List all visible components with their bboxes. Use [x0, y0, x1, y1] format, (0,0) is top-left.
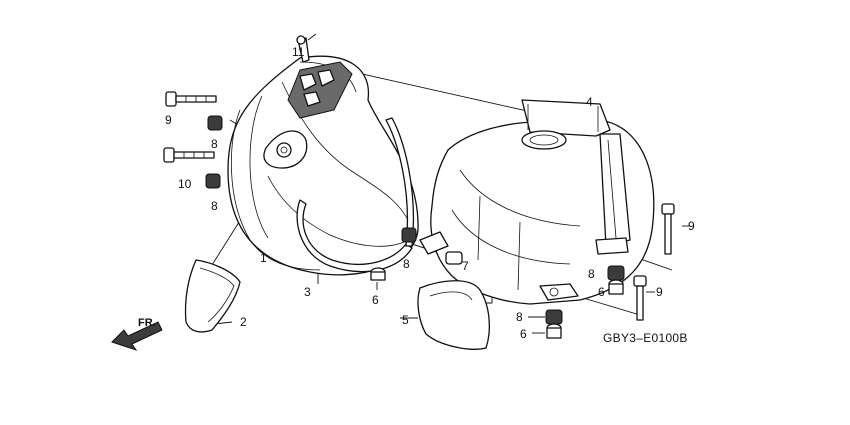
callout-7: 7 [462, 259, 469, 273]
callout-6-right: 6 [598, 285, 605, 299]
callout-10: 10 [178, 177, 192, 191]
callout-8-lower: 8 [211, 199, 218, 213]
callout-9-right-upper: 9 [688, 219, 695, 233]
callout-11: 11 [292, 45, 305, 59]
bolt-9-right-lower [633, 275, 647, 321]
gasket-part-5 [417, 280, 491, 350]
collar-6-right-upper [608, 279, 624, 295]
callout-9-upper: 9 [165, 113, 172, 127]
shroud-housing-part-4 [419, 99, 655, 305]
grommet-8-upper [207, 115, 223, 131]
grommet-8-mid [401, 227, 417, 243]
grommet-8-lower [205, 173, 221, 189]
callout-2: 2 [240, 315, 247, 329]
bolt-10 [163, 147, 215, 163]
callout-1: 1 [260, 251, 267, 265]
bolt-9-upper [165, 91, 217, 107]
front-label: FR. [138, 317, 156, 329]
callout-9-right-lower: 9 [656, 285, 663, 299]
callout-5: 5 [402, 313, 409, 327]
callout-8-bottom: 8 [516, 310, 523, 324]
fan-cover-part-1 [227, 55, 419, 276]
callout-6-bottom: 6 [520, 327, 527, 341]
bolt-11 [296, 35, 310, 63]
grommet-8-right-upper [607, 265, 625, 281]
cover-piece-part-2 [184, 259, 241, 333]
bolt-9-right-upper [661, 203, 675, 255]
callout-labels: 11 9 8 10 8 1 2 3 6 8 7 5 4 9 8 6 9 8 6 [165, 45, 695, 341]
grommet-8-bottom [545, 309, 563, 325]
callout-3: 3 [304, 285, 311, 299]
callout-8-upper: 8 [211, 137, 218, 151]
callout-8-right: 8 [588, 267, 595, 281]
callout-4: 4 [586, 95, 593, 109]
callout-6-left: 6 [372, 293, 379, 307]
collar-7 [445, 251, 463, 265]
callout-8-mid: 8 [403, 257, 410, 271]
front-direction-arrow: FR. [111, 317, 163, 351]
collar-6-bottom [546, 323, 562, 339]
diagram-code: GBY3–E0100B [603, 331, 688, 345]
collar-6-left [370, 267, 386, 281]
